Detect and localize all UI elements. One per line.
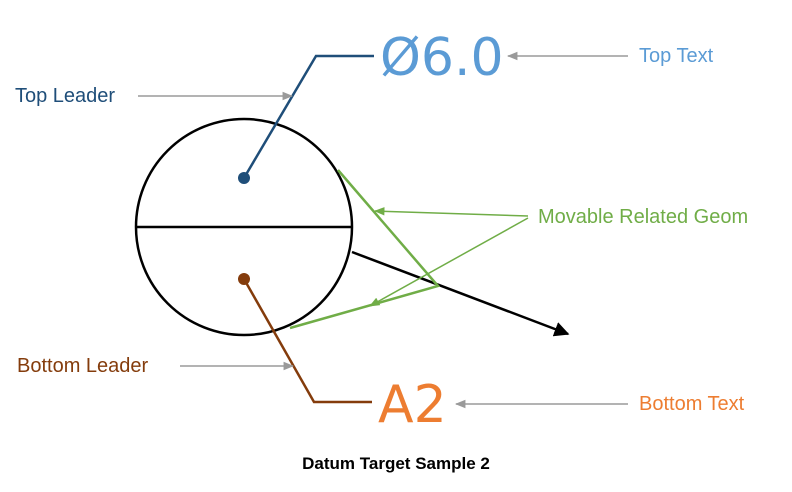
callout-top-leader: Top Leader [15, 85, 115, 107]
bottom-leader-dot [238, 273, 250, 285]
diagram-caption: Datum Target Sample 2 [302, 454, 490, 473]
top-leader-line [242, 54, 374, 179]
movable-related-geom-arrow [351, 250, 570, 337]
top-leader-dot [238, 172, 250, 184]
callout-bottom-leader: Bottom Leader [17, 355, 149, 377]
callout-movable-related-geom: Movable Related Geom [538, 206, 748, 228]
movable-related-geom-triangle [289, 169, 441, 330]
callout-bottom-text: Bottom Text [639, 393, 745, 415]
bottom-leader-line [242, 278, 372, 404]
callout-top-text: Top Text [639, 45, 714, 67]
callout-geom-arrow-upper [373, 207, 529, 217]
bottom-text-value: A2 [378, 375, 447, 435]
callout-geom-arrow-lower [369, 217, 529, 307]
top-text-value: Ø6.0 [380, 28, 504, 88]
